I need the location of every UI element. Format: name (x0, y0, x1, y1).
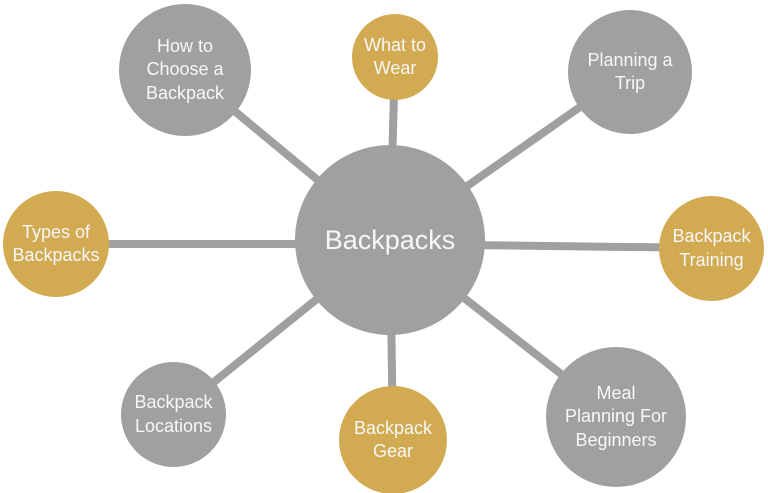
node-backpack-training: Backpack Training (659, 196, 764, 301)
node-backpacks-center: Backpacks (295, 145, 485, 335)
node-label: What to Wear (363, 34, 427, 78)
node-label: Backpack Gear (353, 417, 433, 461)
node-backpack-locations: Backpack Locations (121, 362, 226, 467)
node-label: Types of Backpacks (12, 221, 100, 265)
node-label: Meal Planning For Beginners (564, 382, 668, 450)
node-what-to-wear: What to Wear (352, 14, 438, 100)
node-planning-a-trip: Planning a Trip (568, 10, 692, 134)
node-meal-planning-for-beginners: Meal Planning For Beginners (546, 347, 686, 487)
node-label: How to Choose a Backpack (145, 35, 225, 103)
node-label: Backpack Locations (134, 392, 213, 436)
node-label: Backpacks (324, 224, 456, 255)
node-backpack-gear: Backpack Gear (339, 386, 447, 493)
node-label: Planning a Trip (587, 49, 673, 93)
node-types-of-backpacks: Types of Backpacks (3, 191, 109, 297)
node-label: Backpack Training (672, 226, 751, 270)
node-how-to-choose-a-backpack: How to Choose a Backpack (119, 4, 251, 136)
